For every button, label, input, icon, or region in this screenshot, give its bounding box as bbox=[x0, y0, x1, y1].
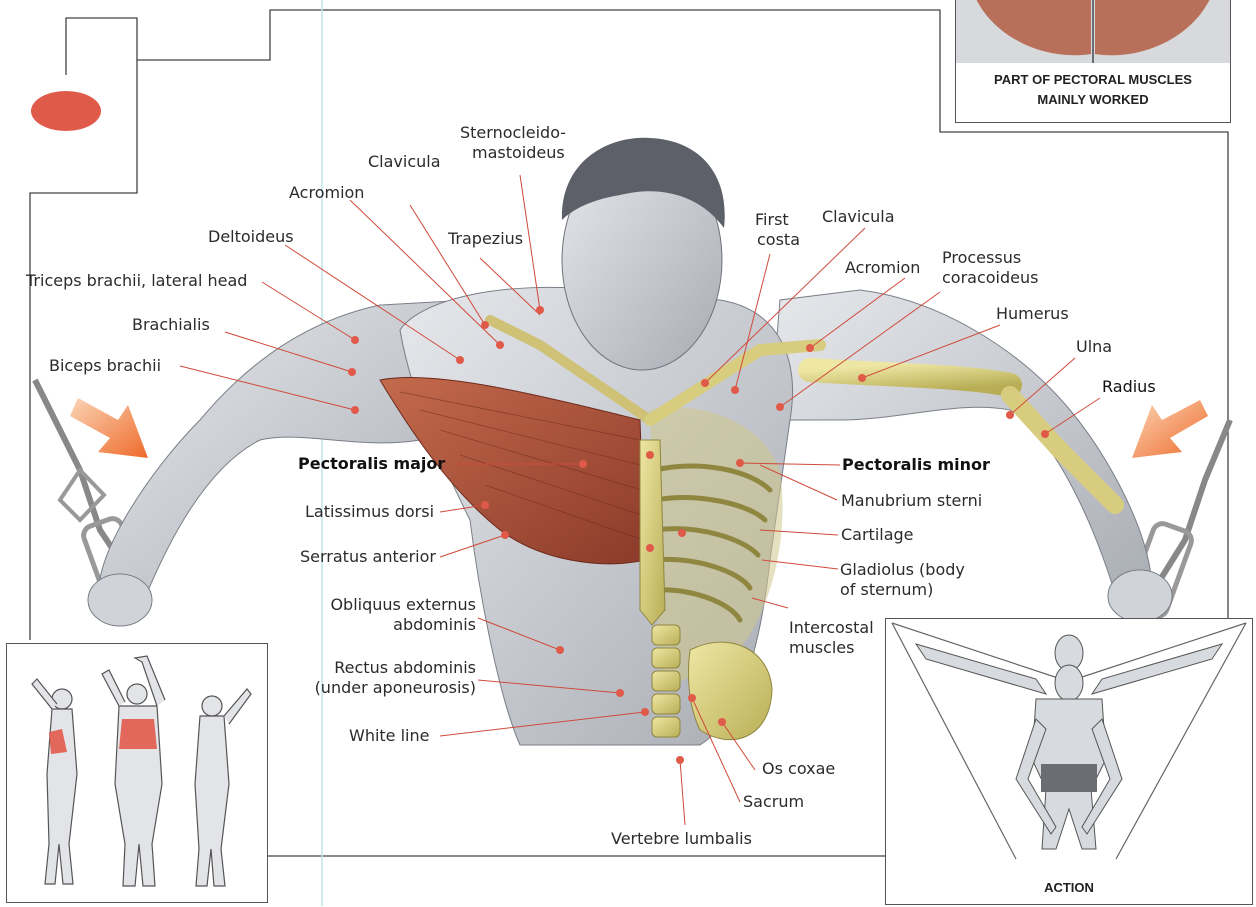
label-humerus: Humerus bbox=[996, 304, 1069, 324]
label-biceps: Biceps brachii bbox=[49, 356, 161, 376]
label-sacrum: Sacrum bbox=[743, 792, 804, 812]
three-figures-illustration bbox=[7, 644, 267, 902]
humerus-bone bbox=[810, 370, 1010, 385]
inset-figures bbox=[6, 643, 268, 903]
label-clavicula-left: Clavicula bbox=[368, 152, 441, 172]
inset-caption-1: PART OF PECTORAL MUSCLES bbox=[956, 71, 1230, 89]
label-intercostal-2: muscles bbox=[789, 638, 854, 658]
red-marker-oval bbox=[31, 91, 101, 131]
label-mastoideus: mastoideus bbox=[472, 143, 565, 163]
label-processus-2: coracoideus bbox=[942, 268, 1038, 288]
label-gladiolus-2: of sternum) bbox=[840, 580, 933, 600]
label-first-2: costa bbox=[757, 230, 800, 250]
label-processus-1: Processus bbox=[942, 248, 1021, 268]
label-rectus-2: (under aponeurosis) bbox=[300, 678, 476, 698]
action-illustration bbox=[886, 619, 1252, 869]
label-clavicula-right: Clavicula bbox=[822, 207, 895, 227]
label-first-1: First bbox=[755, 210, 789, 230]
pectoral-illustration bbox=[956, 0, 1230, 65]
label-acromion-left: Acromion bbox=[289, 183, 364, 203]
arrow-left-icon bbox=[70, 398, 148, 458]
label-triceps: Triceps brachii, lateral head bbox=[26, 271, 247, 291]
inset-caption-2: MAINLY WORKED bbox=[956, 91, 1230, 109]
label-gladiolus-1: Gladiolus (body bbox=[840, 560, 965, 580]
label-obliquus-2: abdominis bbox=[320, 615, 476, 635]
os-coxae-bone bbox=[688, 642, 772, 740]
inset-pectoral-worked: PART OF PECTORAL MUSCLES MAINLY WORKED bbox=[955, 0, 1231, 123]
sternum-bone bbox=[640, 440, 665, 625]
label-serratus: Serratus anterior bbox=[300, 547, 436, 567]
label-deltoideus: Deltoideus bbox=[208, 227, 294, 247]
label-rectus-1: Rectus abdominis bbox=[300, 658, 476, 678]
label-pectoralis-major: Pectoralis major bbox=[298, 454, 445, 474]
label-cartilage: Cartilage bbox=[841, 525, 914, 545]
label-os-coxae: Os coxae bbox=[762, 759, 835, 779]
label-vertebre: Vertebre lumbalis bbox=[611, 829, 752, 849]
inset-action: ACTION bbox=[885, 618, 1253, 905]
label-acromion-right: Acromion bbox=[845, 258, 920, 278]
label-manubrium: Manubrium sterni bbox=[841, 491, 982, 511]
pectoral-highlight-icon bbox=[119, 719, 157, 749]
arrow-right-icon bbox=[1132, 400, 1208, 458]
label-ulna: Ulna bbox=[1076, 337, 1112, 357]
label-radius: Radius bbox=[1102, 377, 1156, 397]
label-latissimus: Latissimus dorsi bbox=[305, 502, 434, 522]
label-sternocleido: Sternocleido- bbox=[460, 123, 566, 143]
action-caption: ACTION bbox=[886, 879, 1252, 897]
label-brachialis: Brachialis bbox=[132, 315, 210, 335]
label-white-line: White line bbox=[349, 726, 429, 746]
label-intercostal-1: Intercostal bbox=[789, 618, 874, 638]
label-obliquus-1: Obliquus externus bbox=[320, 595, 476, 615]
label-pectoralis-minor: Pectoralis minor bbox=[842, 455, 990, 475]
label-trapezius: Trapezius bbox=[448, 229, 523, 249]
